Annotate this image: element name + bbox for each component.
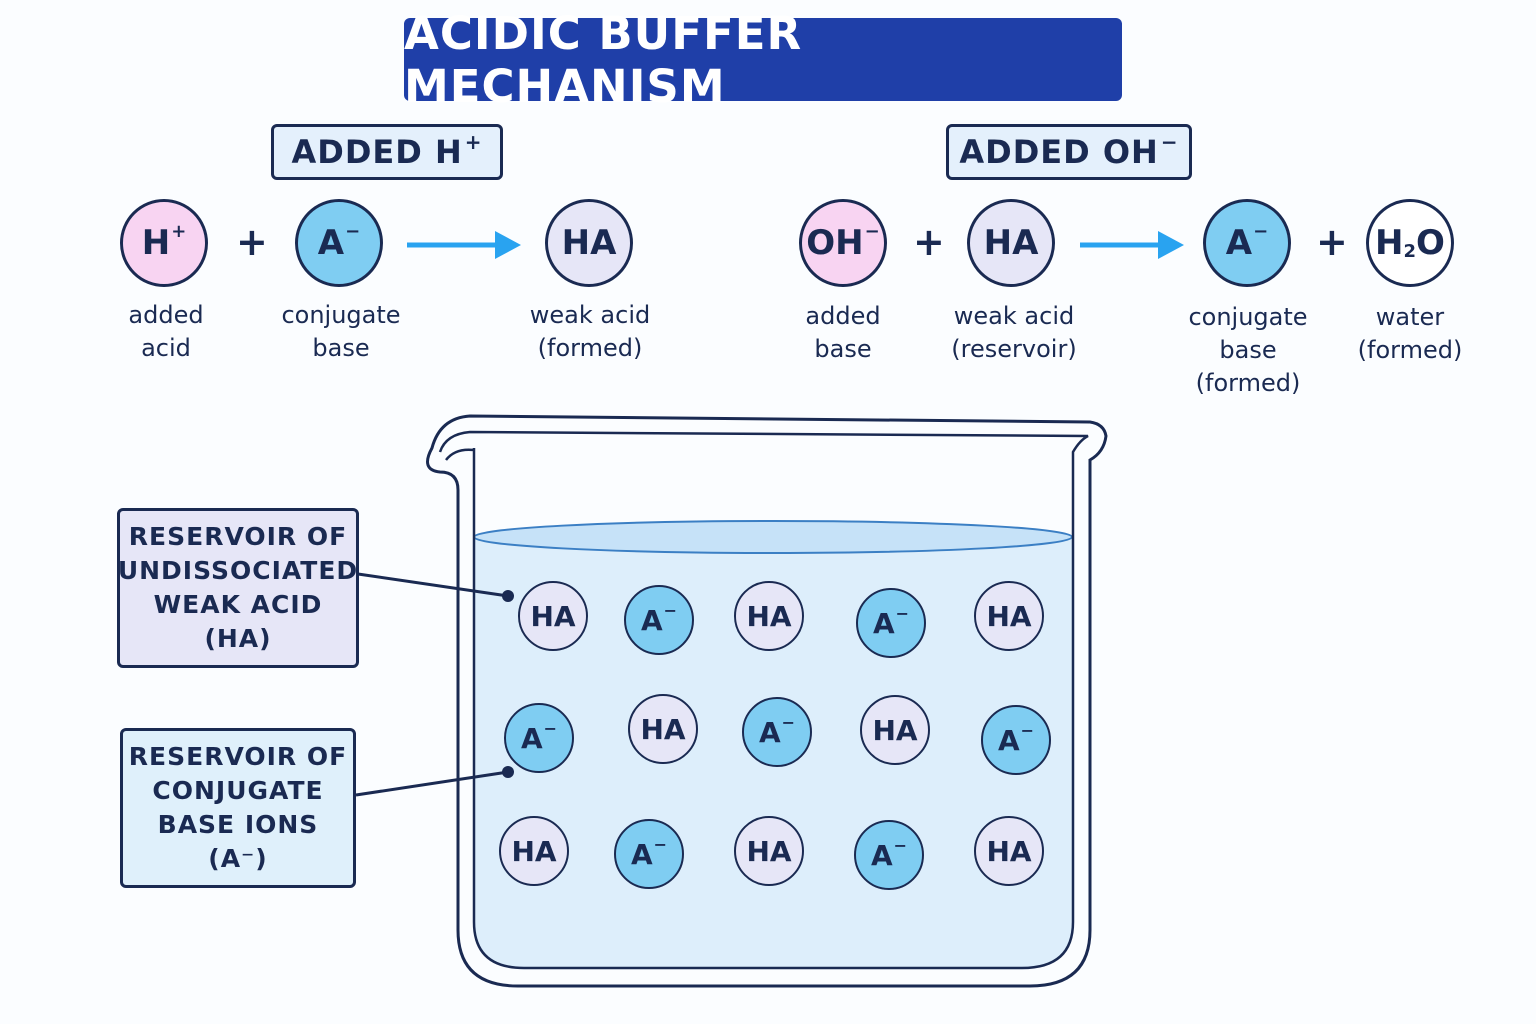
conjugate-base-product-symbol: A	[1225, 223, 1253, 263]
conjugate-base-particle: A−	[981, 705, 1051, 775]
weak-acid-particle-label: HA	[872, 713, 918, 747]
conjugate-base-particle-label: A	[640, 603, 663, 637]
weak-acid-particle: HA	[628, 694, 698, 764]
conjugate-base-particle-label: A	[870, 838, 893, 872]
conjugate-base-particle-charge: −	[543, 718, 558, 738]
conjugate-base-symbol: A	[317, 223, 345, 263]
weak-acid-product-circle: HA	[545, 199, 633, 287]
weak-acid-particle-label: HA	[746, 599, 792, 633]
conjugate-base-particle: A−	[856, 588, 926, 658]
reaction-arrow-icon	[1080, 231, 1184, 259]
conjugate-base-particle-charge: −	[895, 603, 910, 623]
conjugate-base-particle: A−	[854, 820, 924, 890]
added-base-label-charge: −	[1160, 130, 1179, 154]
added-acid-label-charge: +	[464, 130, 483, 154]
weak-acid-reservoir-caption: weak acid (reservoir)	[951, 302, 1077, 363]
acid-callout-connector	[357, 572, 509, 598]
water-caption: water (formed)	[1357, 303, 1463, 364]
weak-acid-particle: HA	[499, 816, 569, 886]
weak-acid-particle: HA	[860, 695, 930, 765]
title-banner: ACIDIC BUFFER MECHANISM	[404, 7, 1122, 113]
conjugate-base-particle: A−	[742, 697, 812, 767]
weak-acid-reservoir-circle: HA	[967, 199, 1055, 287]
hydroxide-ion-circle: OH−	[799, 199, 887, 287]
weak-acid-particle: HA	[518, 581, 588, 651]
base-reservoir-callout: RESERVOIR OF CONJUGATE BASE IONS (A⁻)	[120, 728, 356, 888]
conjugate-base-particle: A−	[504, 703, 574, 773]
water-symbol-o: O	[1416, 223, 1445, 263]
hydrogen-ion-charge: +	[171, 220, 187, 242]
conjugate-base-product-charge: −	[1253, 220, 1269, 242]
weak-acid-particle: HA	[974, 816, 1044, 886]
weak-acid-reservoir-symbol: HA	[983, 223, 1039, 263]
hydrogen-ion-caption: added acid	[128, 301, 204, 362]
added-acid-label-text: ADDED H	[291, 133, 463, 171]
beaker-glass-outer	[426, 414, 1108, 988]
conjugate-base-particle-charge: −	[781, 712, 796, 732]
conjugate-base-particle-charge: −	[1020, 720, 1035, 740]
conjugate-base-particle: A−	[624, 585, 694, 655]
plus-sign: +	[913, 220, 945, 264]
weak-acid-particle-label: HA	[511, 834, 557, 868]
hydroxide-ion-charge: −	[864, 220, 880, 242]
conjugate-base-product-circle: A−	[1203, 199, 1291, 287]
water-symbol-subscript: 2	[1403, 240, 1417, 262]
water-symbol-h: H	[1375, 223, 1404, 263]
acid-callout-dot	[502, 590, 514, 602]
conjugate-base-particle-label: A	[997, 723, 1020, 757]
weak-acid-particle-label: HA	[986, 834, 1032, 868]
hydrogen-ion-circle: H+	[120, 199, 208, 287]
added-base-label-text: ADDED OH	[959, 133, 1159, 171]
conjugate-base-particle-charge: −	[653, 834, 668, 854]
weak-acid-particle-label: HA	[746, 834, 792, 868]
conjugate-base-particle-charge: −	[663, 600, 678, 620]
plus-sign: +	[236, 220, 268, 264]
hydrogen-ion-symbol: H	[141, 223, 171, 263]
weak-acid-particle-label: HA	[986, 599, 1032, 633]
conjugate-base-particle-label: A	[520, 721, 543, 755]
conjugate-base-particle-label: A	[872, 606, 895, 640]
conjugate-base-particle-label: A	[630, 837, 653, 871]
weak-acid-particle: HA	[734, 816, 804, 886]
added-base-label: ADDED OH−	[946, 124, 1192, 180]
conjugate-base-product-caption: conjugate base (formed)	[1188, 303, 1308, 397]
conjugate-base-particle: A−	[614, 819, 684, 889]
weak-acid-particle: HA	[734, 581, 804, 651]
conjugate-base-particle-label: A	[758, 715, 781, 749]
weak-acid-product-symbol: HA	[561, 223, 617, 263]
reaction-arrow-icon	[407, 231, 521, 259]
liquid-surface	[473, 520, 1073, 554]
weak-acid-product-caption: weak acid (formed)	[529, 301, 651, 362]
weak-acid-particle: HA	[974, 581, 1044, 651]
conjugate-base-caption: conjugate base	[281, 301, 401, 362]
page-title: ACIDIC BUFFER MECHANISM	[404, 6, 803, 113]
conjugate-base-particle-charge: −	[893, 835, 908, 855]
weak-acid-particle-label: HA	[640, 712, 686, 746]
base-callout-connector	[355, 770, 509, 797]
conjugate-base-charge: −	[345, 220, 361, 242]
plus-sign: +	[1316, 220, 1348, 264]
beaker-glass-inner	[438, 430, 1089, 970]
weak-acid-particle-label: HA	[530, 599, 576, 633]
base-callout-dot	[502, 766, 514, 778]
hydroxide-ion-caption: added base	[805, 302, 881, 363]
added-acid-label: ADDED H+	[271, 124, 503, 180]
acid-reservoir-callout: RESERVOIR OF UNDISSOCIATED WEAK ACID (HA…	[117, 508, 359, 668]
conjugate-base-circle: A−	[295, 199, 383, 287]
hydroxide-ion-symbol: OH	[806, 223, 864, 263]
